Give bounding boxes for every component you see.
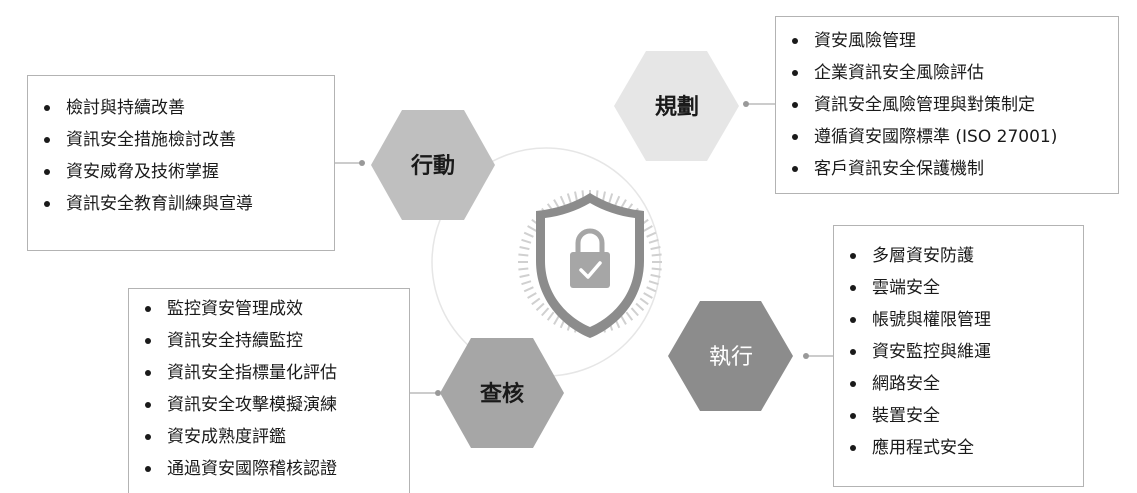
tick-mark — [559, 195, 566, 206]
tick-mark — [521, 280, 532, 286]
tick-mark — [625, 311, 634, 321]
tick-mark — [643, 225, 653, 232]
plan-items-list: 資安風險管理 企業資訊安全風險評估 資訊安全風險管理與對策制定 遵循資安國際標準… — [790, 31, 1118, 191]
check-items-list: 監控資安管理成效 資訊安全持續監控 資訊安全指標量化評估 資訊安全攻擊模擬演練 … — [143, 299, 409, 491]
list-item: 多層資安防護 — [848, 246, 1083, 278]
list-item: 裝置安全 — [848, 406, 1083, 438]
tick-mark — [643, 292, 653, 299]
tick-mark — [648, 280, 659, 286]
list-item: 檢討與持續改善 — [42, 98, 334, 130]
list-item: 資安監控與維運 — [848, 342, 1083, 374]
tick-mark — [546, 311, 555, 321]
tick-mark — [519, 273, 530, 278]
list-item: 遵循資安國際標準 (ISO 27001) — [790, 127, 1118, 159]
connector-check — [410, 390, 441, 396]
padlock-icon — [570, 252, 610, 288]
list-item: 雲端安全 — [848, 278, 1083, 310]
list-item: 資安威脅及技術掌握 — [42, 162, 334, 194]
hex-plan: 規劃 — [614, 51, 739, 161]
tick-mark — [519, 246, 530, 251]
tick-mark — [648, 238, 659, 244]
list-item: 資訊安全指標量化評估 — [143, 363, 409, 395]
plan-items-card: 資安風險管理 企業資訊安全風險評估 資訊安全風險管理與對策制定 遵循資安國際標準… — [775, 16, 1119, 194]
tick-mark — [521, 238, 532, 244]
check-icon — [579, 261, 602, 279]
hex-check-label: 查核 — [480, 381, 524, 407]
tick-mark — [523, 231, 534, 238]
tick-mark — [646, 286, 657, 293]
list-item: 資訊安全措施檢討改善 — [42, 130, 334, 162]
list-item: 客戶資訊安全保護機制 — [790, 159, 1118, 191]
tick-mark — [651, 253, 662, 257]
tick-mark — [646, 231, 657, 238]
hex-act-label: 行動 — [410, 153, 455, 179]
act-items-list: 檢討與持續改善 資訊安全措施檢討改善 資安威脅及技術掌握 資訊安全教育訓練與宣導 — [42, 98, 334, 226]
hex-do-label: 執行 — [709, 345, 753, 370]
tick-mark — [639, 297, 649, 306]
act-items-card: 檢討與持續改善 資訊安全措施檢討改善 資安威脅及技術掌握 資訊安全教育訓練與宣導 — [27, 75, 335, 251]
hex-check: 查核 — [440, 338, 564, 448]
do-items-list: 多層資安防護 雲端安全 帳號與權限管理 資安監控與維運 網路安全 裝置安全 應用… — [848, 246, 1083, 470]
tick-mark — [650, 273, 661, 278]
tick-mark — [651, 267, 662, 271]
tick-mark — [630, 307, 639, 317]
tick-mark — [620, 199, 627, 209]
hex-act: 行動 — [371, 110, 495, 220]
padlock-shackle-icon — [575, 228, 605, 253]
hex-plan-label: 規劃 — [655, 95, 699, 120]
tick-mark — [531, 297, 541, 306]
tick-mark — [541, 307, 550, 317]
tick-mark — [527, 292, 537, 299]
do-items-card: 多層資安防護 雲端安全 帳號與權限管理 資安監控與維運 網路安全 裝置安全 應用… — [833, 225, 1084, 487]
list-item: 企業資訊安全風險評估 — [790, 63, 1118, 95]
tick-mark — [518, 253, 529, 257]
list-item: 監控資安管理成效 — [143, 299, 409, 331]
tick-mark — [523, 286, 534, 293]
tick-mark — [601, 191, 606, 202]
tick-mark — [614, 195, 621, 206]
list-item: 資訊安全持續監控 — [143, 331, 409, 363]
tick-mark — [635, 302, 645, 311]
tick-mark — [620, 315, 627, 325]
list-item: 網路安全 — [848, 374, 1083, 406]
tick-mark — [553, 199, 560, 209]
list-item: 資訊安全風險管理與對策制定 — [790, 95, 1118, 127]
hex-do: 執行 — [668, 301, 793, 411]
tick-mark — [574, 191, 579, 202]
list-item: 資安風險管理 — [790, 31, 1118, 63]
tick-mark — [650, 246, 661, 251]
check-items-card: 監控資安管理成效 資訊安全持續監控 資訊安全指標量化評估 資訊安全攻擊模擬演練 … — [128, 288, 410, 493]
list-item: 資安成熟度評鑑 — [143, 427, 409, 459]
connector-plan — [743, 101, 775, 107]
tick-mark — [553, 315, 560, 325]
tick-mark — [527, 225, 537, 232]
list-item: 應用程式安全 — [848, 438, 1083, 470]
list-item: 資訊安全攻擊模擬演練 — [143, 395, 409, 427]
tick-mark — [518, 267, 529, 271]
list-item: 通過資安國際稽核認證 — [143, 459, 409, 491]
tick-mark — [566, 193, 572, 204]
tick-mark — [608, 193, 614, 204]
connector-act — [335, 160, 365, 166]
connector-do — [803, 353, 833, 359]
list-item: 帳號與權限管理 — [848, 310, 1083, 342]
list-item: 資訊安全教育訓練與宣導 — [42, 194, 334, 226]
center-emblem — [518, 190, 662, 338]
tick-mark — [535, 302, 545, 311]
